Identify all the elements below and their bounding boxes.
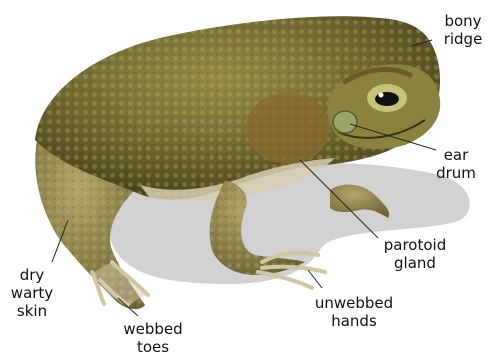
label-ear-drum: ear drum [428, 146, 484, 182]
label-unwebbed-hands: unwebbed hands [302, 294, 406, 330]
label-parotoid-gland: parotoid gland [370, 236, 460, 272]
pupil [375, 92, 399, 106]
eye-highlight [379, 93, 384, 98]
ear-drum [333, 111, 357, 133]
label-bony-ridge: bony ridge [428, 12, 498, 48]
label-dry-warty-skin: dry warty skin [8, 266, 56, 320]
label-webbed-toes: webbed toes [112, 320, 194, 356]
parotoid-gland [246, 92, 330, 164]
